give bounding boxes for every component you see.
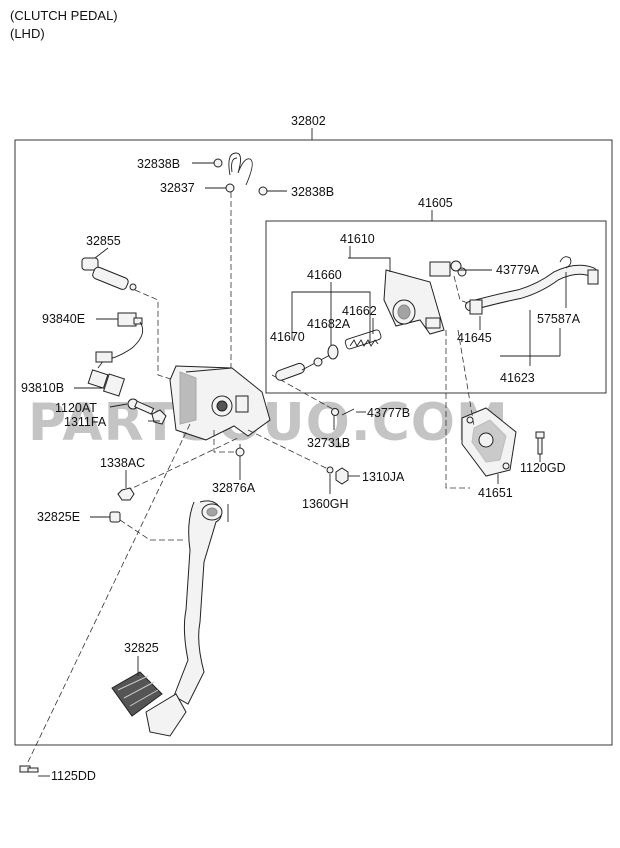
label-32838b-a: 32838B	[137, 157, 180, 171]
label-41610: 41610	[340, 232, 375, 246]
diagram-subtitle: (LHD)	[10, 26, 45, 41]
label-41651: 41651	[478, 486, 513, 500]
label-57587a: 57587A	[537, 312, 581, 326]
clutch-hose	[465, 256, 599, 315]
diagram-title: (CLUTCH PEDAL)	[10, 8, 118, 23]
label-1310ja: 1310JA	[362, 470, 405, 484]
label-41670: 41670	[270, 330, 305, 344]
label-43779a: 43779A	[496, 263, 540, 277]
master-cylinder	[383, 260, 467, 335]
gasket-plate	[461, 407, 517, 477]
master-cylinder-frame	[265, 220, 607, 394]
label-43777b: 43777B	[367, 406, 410, 420]
label-32838b-b: 32838B	[291, 185, 334, 199]
boot	[327, 344, 339, 360]
label-32825e: 32825E	[37, 510, 80, 524]
bolt-1120at	[127, 398, 155, 415]
label-41623: 41623	[500, 371, 535, 385]
label-1120gd: 1120GD	[520, 461, 566, 475]
bushing	[109, 511, 121, 523]
label-1338ac: 1338AC	[100, 456, 145, 470]
label-1120at: 1120AT	[55, 401, 97, 415]
label-41662: 41662	[342, 304, 377, 318]
label-41682a: 41682A	[307, 317, 351, 331]
label-1125dd: 1125DD	[51, 769, 96, 783]
label-32876a: 32876A	[212, 481, 256, 495]
label-32825: 32825	[124, 641, 159, 655]
label-41660: 41660	[307, 268, 342, 282]
pedal-bracket	[169, 365, 271, 441]
clutch-switch	[95, 312, 144, 369]
ignition-lock-switch	[87, 369, 126, 397]
label-32837: 32837	[160, 181, 195, 195]
stopper-bolt	[81, 257, 137, 291]
nut-1338ac	[117, 487, 135, 501]
pedal-arm	[111, 500, 223, 737]
label-32731b: 32731B	[307, 436, 350, 450]
watermark: PARTSOUQ.COM	[28, 393, 509, 453]
bolt-1120gd	[535, 431, 545, 455]
assembly-frame	[14, 139, 613, 746]
label-93840e: 93840E	[42, 312, 85, 326]
screw-1125dd	[19, 765, 39, 773]
return-spring	[213, 152, 268, 196]
label-41605: 41605	[418, 196, 453, 210]
label-1311fa: 1311FA	[64, 415, 107, 429]
piston-spring	[344, 329, 382, 350]
label-32802: 32802	[291, 114, 326, 128]
label-41645: 41645	[457, 331, 492, 345]
push-rod	[275, 354, 331, 381]
label-32855: 32855	[86, 234, 121, 248]
label-93810b: 93810B	[21, 381, 64, 395]
label-1360gh: 1360GH	[302, 497, 349, 511]
